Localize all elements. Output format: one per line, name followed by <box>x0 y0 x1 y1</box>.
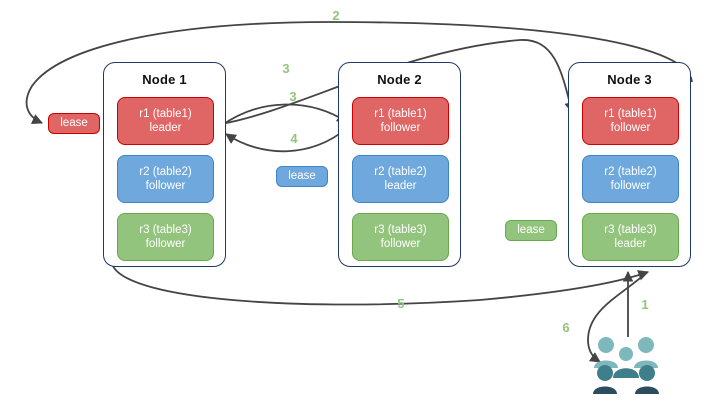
lease-label: lease <box>288 170 316 182</box>
users-icon <box>592 334 662 396</box>
replica-line2: follower <box>145 238 186 250</box>
replica-n3-r1[interactable]: r1 (table1) follower <box>582 97 679 145</box>
edge-3-short-path <box>220 103 348 127</box>
replica-line2: leader <box>149 122 182 134</box>
replica-n1-r2[interactable]: r2 (table2) follower <box>117 155 214 203</box>
replica-line1: r2 (table2) <box>139 166 192 178</box>
replica-line1: r1 (table1) <box>374 108 427 120</box>
lease-badge-r2[interactable]: lease <box>276 166 328 187</box>
replica-n2-r1[interactable]: r1 (table1) follower <box>352 97 449 145</box>
replica-line1: r2 (table2) <box>604 166 657 178</box>
lease-badge-r1[interactable]: lease <box>48 113 100 134</box>
replica-line2: follower <box>145 180 186 192</box>
replica-line2: leader <box>384 180 417 192</box>
users-icon-svg <box>593 337 659 394</box>
replica-line2: follower <box>610 122 651 134</box>
node-container-node2[interactable]: Node 2 r1 (table1) follower r2 (table2) … <box>338 62 461 267</box>
node-title: Node 2 <box>377 72 422 87</box>
edge-label-3-long: 3 <box>282 61 290 76</box>
node-title: Node 1 <box>142 72 187 87</box>
replica-n1-r1[interactable]: r1 (table1) leader <box>117 97 214 145</box>
replica-line2: follower <box>380 238 421 250</box>
node-container-node1[interactable]: Node 1 r1 (table1) leader r2 (table2) fo… <box>103 62 226 267</box>
edge-label-5: 5 <box>397 296 405 311</box>
edge-label-1: 1 <box>641 297 649 312</box>
replica-n2-r3[interactable]: r3 (table3) follower <box>352 213 449 261</box>
replica-n3-r2[interactable]: r2 (table2) follower <box>582 155 679 203</box>
replica-line1: r3 (table3) <box>604 224 657 236</box>
edge-label-6: 6 <box>562 320 570 335</box>
edge-5-path <box>112 265 650 306</box>
replica-line1: r3 (table3) <box>374 224 427 236</box>
lease-label: lease <box>60 117 88 129</box>
replica-line2: leader <box>614 238 647 250</box>
replica-line1: r3 (table3) <box>139 224 192 236</box>
replica-line1: r2 (table2) <box>374 166 427 178</box>
lease-label: lease <box>517 224 545 236</box>
replica-n3-r3[interactable]: r3 (table3) leader <box>582 213 679 261</box>
replica-line2: follower <box>380 122 421 134</box>
node-title: Node 3 <box>607 72 652 87</box>
replica-n1-r3[interactable]: r3 (table3) follower <box>117 213 214 261</box>
edge-label-2: 2 <box>332 8 340 23</box>
replica-n2-r2[interactable]: r2 (table2) leader <box>352 155 449 203</box>
replica-line1: r1 (table1) <box>139 108 192 120</box>
edge-label-3-short: 3 <box>289 89 297 104</box>
edge-label-4: 4 <box>290 131 298 146</box>
replica-line1: r1 (table1) <box>604 108 657 120</box>
node-container-node3[interactable]: Node 3 r1 (table1) follower r2 (table2) … <box>568 62 691 267</box>
replica-line2: follower <box>610 180 651 192</box>
lease-badge-r3[interactable]: lease <box>505 220 557 241</box>
